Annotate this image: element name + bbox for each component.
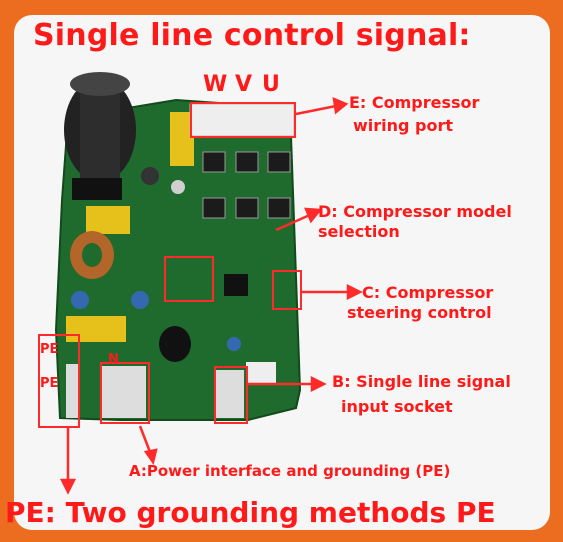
model-selection-box bbox=[164, 256, 214, 302]
phase-u-label: U bbox=[262, 72, 280, 97]
label-c-line2: steering control bbox=[347, 303, 492, 322]
label-b-line2: input socket bbox=[341, 397, 453, 416]
label-a: A:Power interface and grounding (PE) bbox=[129, 462, 451, 480]
label-d-line1: D: Compressor model bbox=[318, 202, 512, 221]
label-pe-top: PE bbox=[40, 342, 59, 357]
pe-box bbox=[38, 334, 80, 428]
label-c-line1: C: Compressor bbox=[362, 283, 494, 302]
label-e-line2: wiring port bbox=[353, 116, 454, 135]
page-title: Single line control signal: bbox=[33, 18, 471, 53]
label-b-line1: B: Single line signal bbox=[332, 372, 511, 391]
steering-control-box bbox=[272, 270, 302, 310]
label-pe-bottom: PE bbox=[40, 376, 59, 391]
label-d-line2: selection bbox=[318, 222, 400, 241]
label-e-line1: E: Compressor bbox=[349, 93, 480, 112]
bottom-title: PE: Two grounding methods PE bbox=[5, 496, 496, 529]
power-interface-box bbox=[100, 362, 150, 424]
phase-v-label: V bbox=[235, 72, 253, 97]
label-n: N bbox=[108, 352, 119, 367]
phase-w-label: W bbox=[203, 72, 228, 97]
signal-socket-box bbox=[214, 366, 248, 424]
compressor-wiring-port-box bbox=[190, 102, 296, 138]
